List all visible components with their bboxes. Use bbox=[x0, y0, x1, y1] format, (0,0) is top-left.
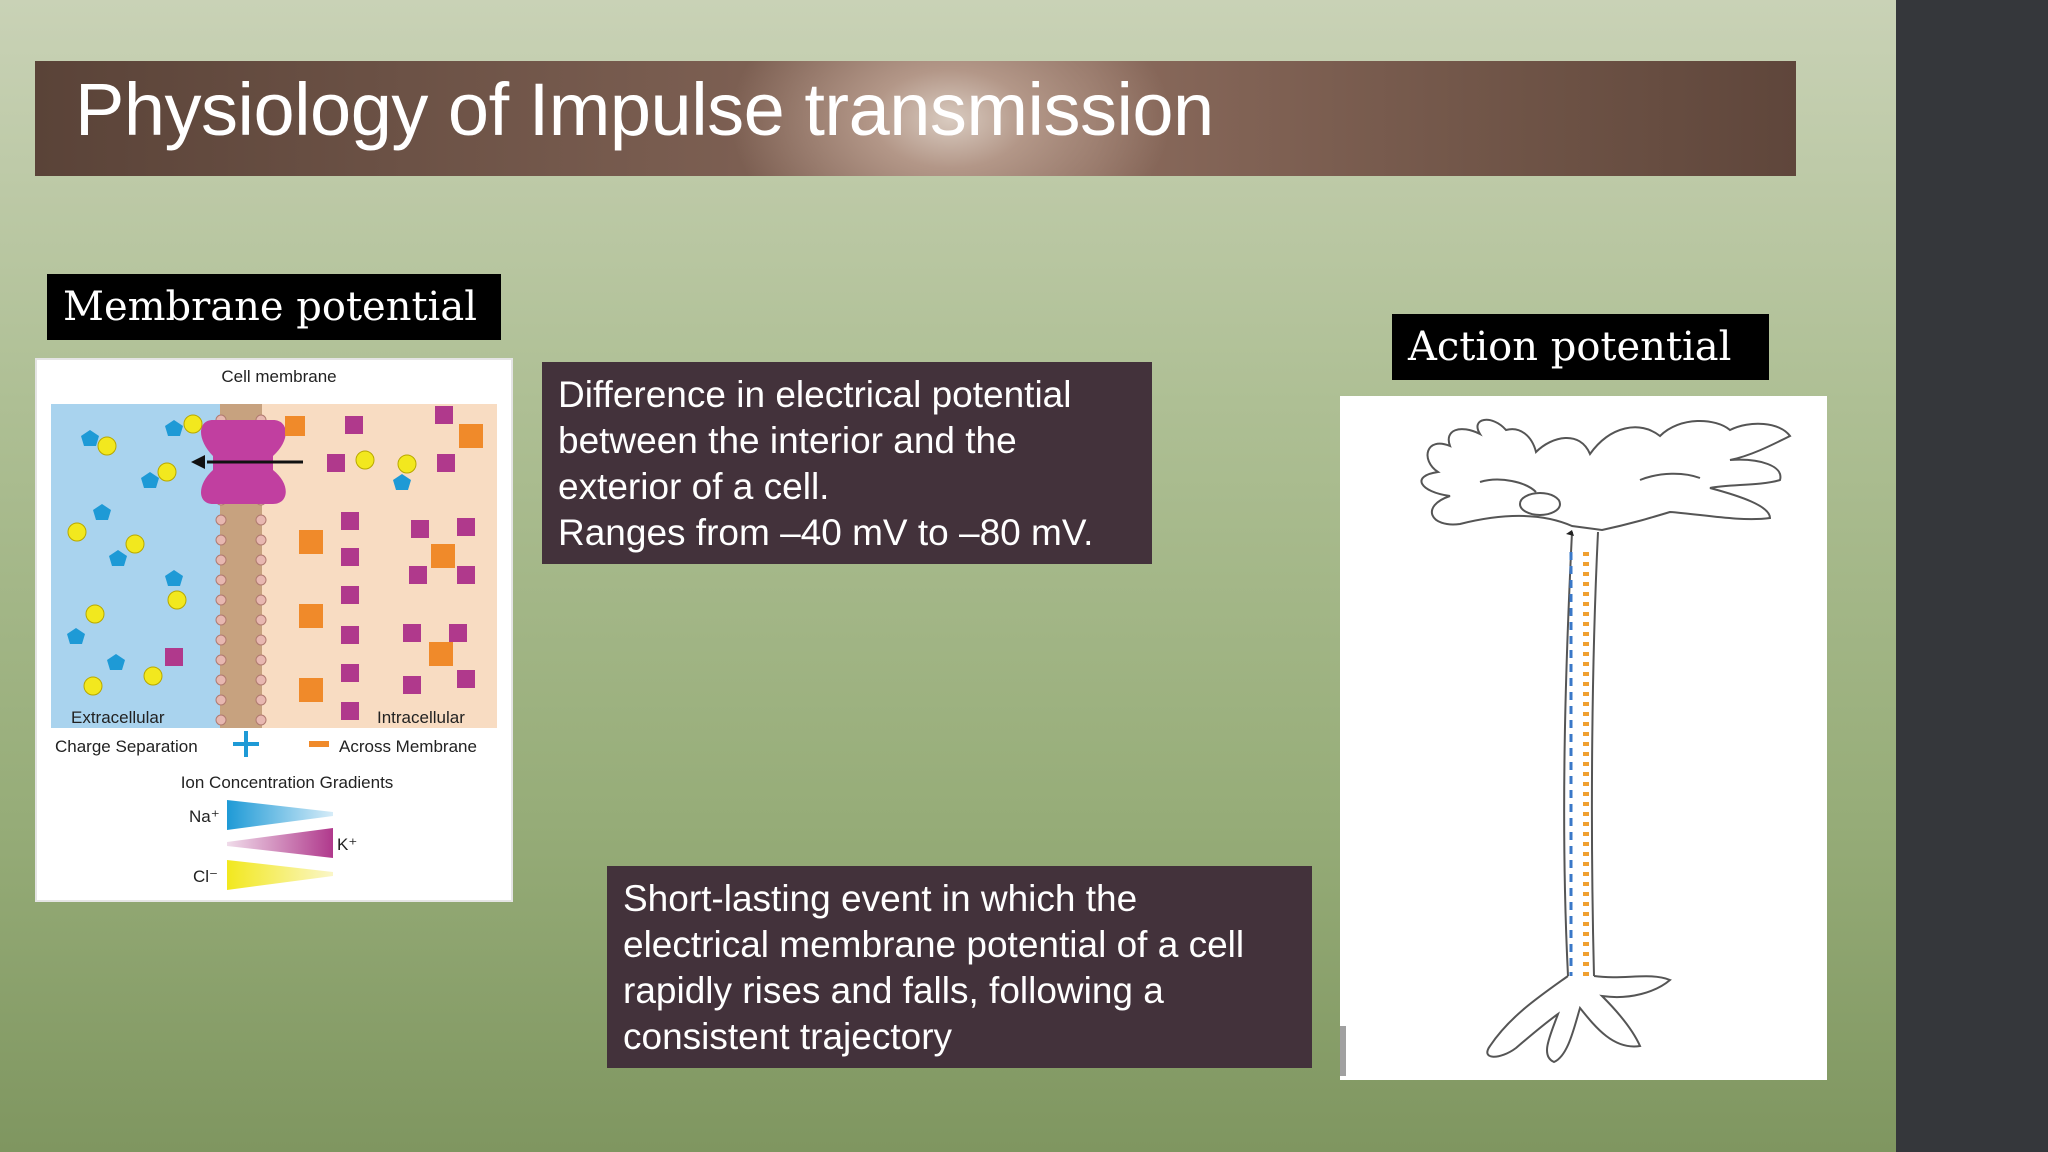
k-label: K⁺ bbox=[337, 835, 357, 854]
charge-separation-label: Charge Separation bbox=[55, 737, 198, 756]
cl-gradient bbox=[227, 860, 333, 890]
k-gradient bbox=[227, 828, 333, 858]
neuron-diagram bbox=[1340, 419, 1792, 1076]
slide: Physiology of Impulse transmission Membr… bbox=[0, 0, 1896, 1152]
intracellular-ions bbox=[285, 406, 483, 720]
membrane-diagram: Cell membrane bbox=[51, 367, 497, 890]
cell-membrane-label: Cell membrane bbox=[221, 367, 336, 386]
slide-title: Physiology of Impulse transmission bbox=[75, 68, 1214, 151]
na-gradient bbox=[227, 800, 333, 830]
membrane-description: Difference in electrical potential betwe… bbox=[542, 362, 1152, 564]
membrane-line: between the interior and the bbox=[558, 420, 1017, 461]
extracellular-ions bbox=[67, 414, 203, 696]
figure-edge-mark bbox=[1340, 1026, 1346, 1076]
intracellular-label: Intracellular bbox=[377, 708, 465, 727]
plus-icon bbox=[233, 731, 259, 757]
membrane-potential-figure: Cell membrane bbox=[35, 358, 513, 902]
na-label: Na⁺ bbox=[189, 807, 220, 826]
title-bar: Physiology of Impulse transmission bbox=[35, 61, 1796, 176]
gradients-title: Ion Concentration Gradients bbox=[181, 773, 394, 792]
action-potential-figure bbox=[1340, 396, 1827, 1080]
action-potential-label: Action potential bbox=[1392, 314, 1769, 380]
action-description: Short-lasting event in which the electri… bbox=[607, 866, 1312, 1068]
minus-icon bbox=[309, 741, 329, 747]
across-membrane-label: Across Membrane bbox=[339, 737, 477, 756]
neuron-outline bbox=[1420, 419, 1792, 1064]
action-line: consistent trajectory bbox=[623, 1016, 953, 1057]
membrane-line: exterior of a cell. bbox=[558, 466, 830, 507]
membrane-line: Difference in electrical potential bbox=[558, 374, 1072, 415]
cl-label: Cl⁻ bbox=[193, 867, 218, 886]
axon-hillock-arrow bbox=[1566, 530, 1574, 536]
membrane-line: Ranges from –40 mV to –80 mV. bbox=[558, 512, 1094, 553]
extracellular-label: Extracellular bbox=[71, 708, 165, 727]
action-line: electrical membrane potential of a cell bbox=[623, 924, 1245, 965]
action-line: rapidly rises and falls, following a bbox=[623, 970, 1164, 1011]
right-panel-strip bbox=[1896, 0, 2048, 1152]
membrane-potential-label: Membrane potential bbox=[47, 274, 501, 340]
action-line: Short-lasting event in which the bbox=[623, 878, 1138, 919]
pump-arrow-head bbox=[191, 455, 205, 469]
